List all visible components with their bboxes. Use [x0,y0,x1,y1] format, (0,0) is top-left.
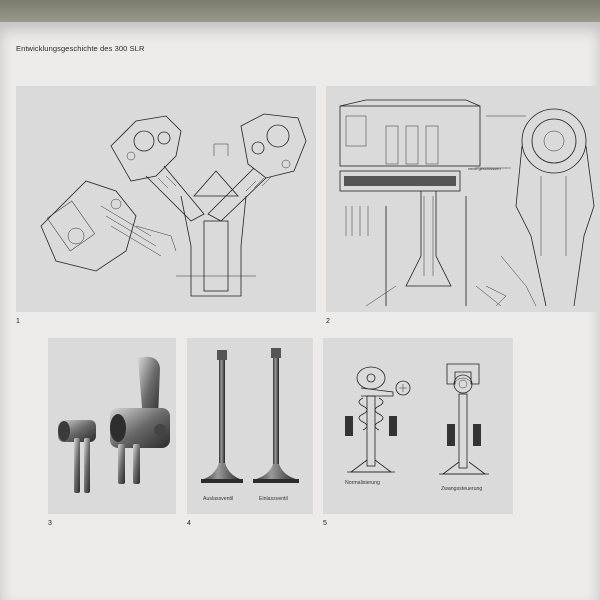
figure-4-caption-intake: Einlassventil [259,496,288,502]
desmodromic-comparison-drawing [345,363,489,475]
figure-2-label: ventil geschlossen [468,166,501,171]
rocker-arms-illustration [58,356,170,493]
figure-2-number: 2 [326,318,330,325]
valve-train-technical-drawing [339,99,595,307]
figure-5-valve-actuation-diagram: Normalisierung Zwangssteuerung [323,338,513,514]
valves-illustration [201,348,299,483]
figure-4-caption-exhaust: Auslassventil [203,496,234,502]
engine-cross-section-drawing [40,113,307,297]
figure-3-number: 3 [48,520,52,527]
figure-2-valve-train-drawing: ventil geschlossen [326,86,600,312]
figure-3-rocker-arms-photo [48,338,176,514]
background-surface [0,0,600,22]
page-title: Entwicklungsgeschichte des 300 SLR [16,44,145,53]
figure-4-number: 4 [187,520,191,527]
figure-1-number: 1 [16,318,20,325]
figure-4-valves-photo: Auslassventil Einlassventil [187,338,313,514]
figure-5-caption-desmodromic: Zwangssteuerung [441,486,483,492]
figure-5-number: 5 [323,520,327,527]
figure-5-caption-normal: Normalisierung [345,480,380,486]
figure-1-engine-section [16,86,316,312]
